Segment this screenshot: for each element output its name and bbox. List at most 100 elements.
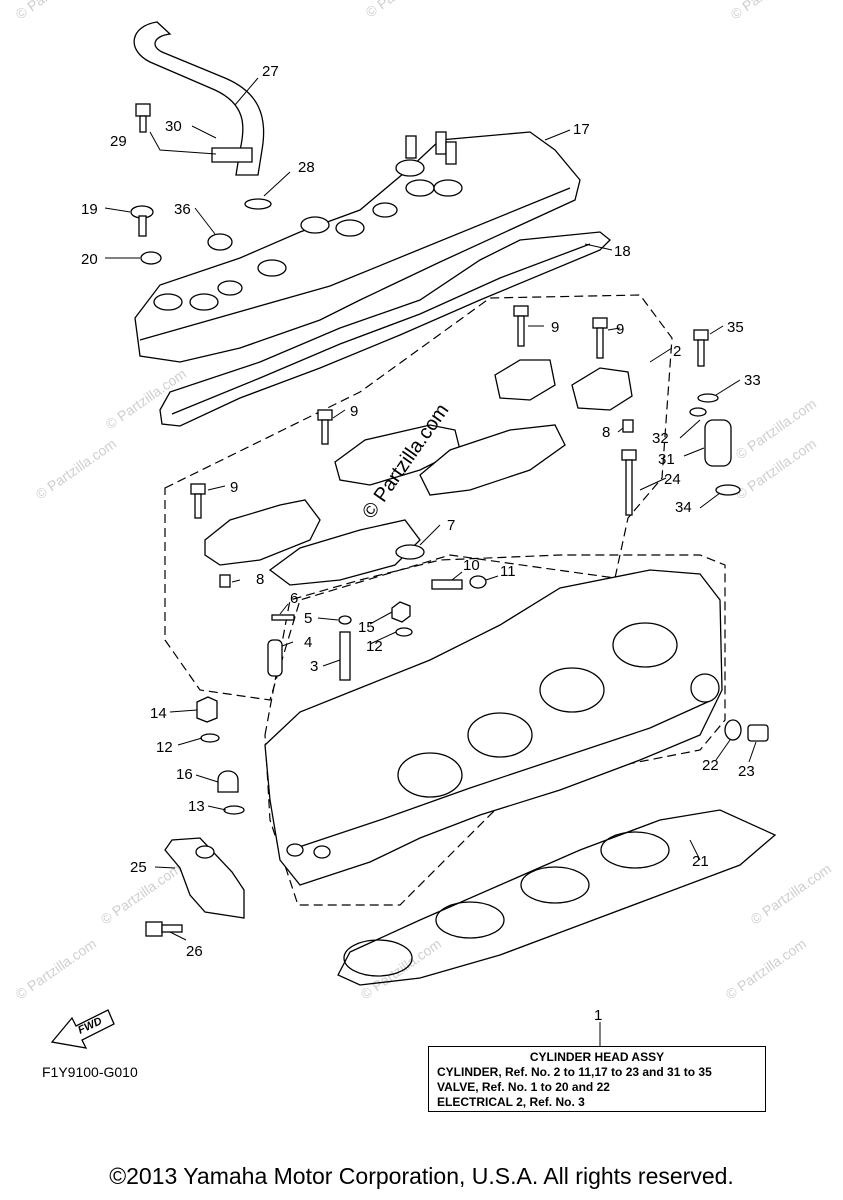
bolt-9-shank xyxy=(517,315,525,347)
watermark-faint: © Partzilla.com xyxy=(103,365,189,432)
callout: 9 xyxy=(616,321,624,338)
head-boss xyxy=(313,845,331,859)
leader xyxy=(699,492,721,509)
note-title: CYLINDER HEAD ASSY xyxy=(529,1050,665,1064)
bolt-24-head xyxy=(621,449,637,461)
callout: 34 xyxy=(675,499,692,516)
head-gasket-outline xyxy=(337,809,777,986)
watermark-faint: © Partzilla.com xyxy=(13,935,99,1002)
washer-13 xyxy=(223,805,245,815)
callout: 16 xyxy=(176,766,193,783)
head-cover xyxy=(134,131,581,363)
callout: 7 xyxy=(447,517,455,534)
note-line: CYLINDER, Ref. No. 2 to 11,17 to 23 and … xyxy=(437,1065,712,1079)
intake-port xyxy=(397,752,463,798)
callout: 10 xyxy=(463,557,480,574)
leader xyxy=(748,741,757,763)
lead-29-30 xyxy=(149,131,217,155)
cover-stud xyxy=(445,141,457,165)
plug-hole xyxy=(189,293,219,311)
callout: 18 xyxy=(614,243,631,260)
guide-3 xyxy=(339,631,351,681)
callout: 28 xyxy=(298,159,315,176)
leader xyxy=(715,379,741,396)
fwd-arrow-icon: FWD xyxy=(50,1009,115,1049)
leader xyxy=(709,325,724,335)
gasket-bore xyxy=(343,939,413,977)
seal-32 xyxy=(689,407,707,417)
leader xyxy=(419,524,441,546)
leader xyxy=(683,447,705,457)
leader xyxy=(332,409,346,419)
gasket-bore xyxy=(520,866,590,904)
leader xyxy=(617,427,624,433)
callout: 9 xyxy=(551,319,559,336)
leader xyxy=(154,866,176,869)
bolt-29-shank xyxy=(139,115,147,133)
bracket-hole xyxy=(195,845,215,859)
leader xyxy=(231,579,241,583)
copyright-text: ©2013 Yamaha Motor Corporation, U.S.A. A… xyxy=(109,1163,734,1189)
note-line: VALVE, Ref. No. 1 to 20 and 22 xyxy=(437,1080,610,1094)
callout: 22 xyxy=(702,757,719,774)
gasket-bore xyxy=(435,901,505,939)
callout: 9 xyxy=(230,479,238,496)
callout: 35 xyxy=(727,319,744,336)
watermark-faint: © Partzilla.com xyxy=(13,0,99,22)
leader xyxy=(169,931,187,941)
watermark-layer: © Partzilla.com © Partzilla.com © Partzi… xyxy=(13,0,834,1002)
dowel-8 xyxy=(622,419,634,433)
callout: 21 xyxy=(692,853,709,870)
bolt-10 xyxy=(431,579,463,590)
leader xyxy=(263,171,291,197)
bolt-9 xyxy=(592,317,608,329)
callout-labels: 1 2 3 4 5 6 7 8 8 9 9 9 9 10 11 12 12 13… xyxy=(81,63,761,1024)
plug-hole xyxy=(433,179,463,197)
bolt-35 xyxy=(693,329,709,341)
callout: 8 xyxy=(602,424,610,441)
intake-port xyxy=(612,622,678,668)
guide-4 xyxy=(267,639,283,677)
leader xyxy=(194,207,216,235)
bolt-26-head xyxy=(145,921,163,937)
nut-15 xyxy=(391,601,411,623)
valve-parts xyxy=(267,544,487,681)
right-fittings xyxy=(621,329,741,516)
cap-left-2 xyxy=(268,519,421,586)
callout: 5 xyxy=(304,610,312,627)
leader xyxy=(191,125,217,139)
head-cover-outline xyxy=(134,131,581,363)
bolt-29 xyxy=(135,103,151,117)
cap-assembly-dash-box xyxy=(164,294,673,701)
plug-36 xyxy=(207,233,233,251)
leader-lines xyxy=(104,77,757,1046)
leader xyxy=(369,631,397,645)
leader xyxy=(207,485,226,491)
bolt-9-shank xyxy=(321,419,329,445)
intake-port xyxy=(467,712,533,758)
callout: 12 xyxy=(156,739,173,756)
callout: 32 xyxy=(652,430,669,447)
cap-right-b xyxy=(571,367,633,411)
plug-hole xyxy=(395,159,425,177)
plug-hole xyxy=(300,216,330,234)
bolt-26-shank xyxy=(161,924,183,933)
leader xyxy=(485,575,499,581)
cap-left xyxy=(204,499,321,566)
breather-hose-group xyxy=(133,21,272,210)
gasket-bore xyxy=(600,831,670,869)
washer-22 xyxy=(724,719,742,741)
washer-33 xyxy=(697,393,719,403)
leader xyxy=(451,571,463,581)
callout: 23 xyxy=(738,763,755,780)
leader xyxy=(169,709,198,713)
clip-5 xyxy=(338,615,352,625)
callout: 8 xyxy=(256,571,264,588)
callout: 1 xyxy=(594,1007,602,1024)
assembly-note-box: CYLINDER HEAD ASSY CYLINDER, Ref. No. 2 … xyxy=(428,1046,766,1112)
leader xyxy=(195,774,219,783)
nut-14 xyxy=(196,696,218,723)
callout: 36 xyxy=(174,201,191,218)
callout: 13 xyxy=(188,798,205,815)
